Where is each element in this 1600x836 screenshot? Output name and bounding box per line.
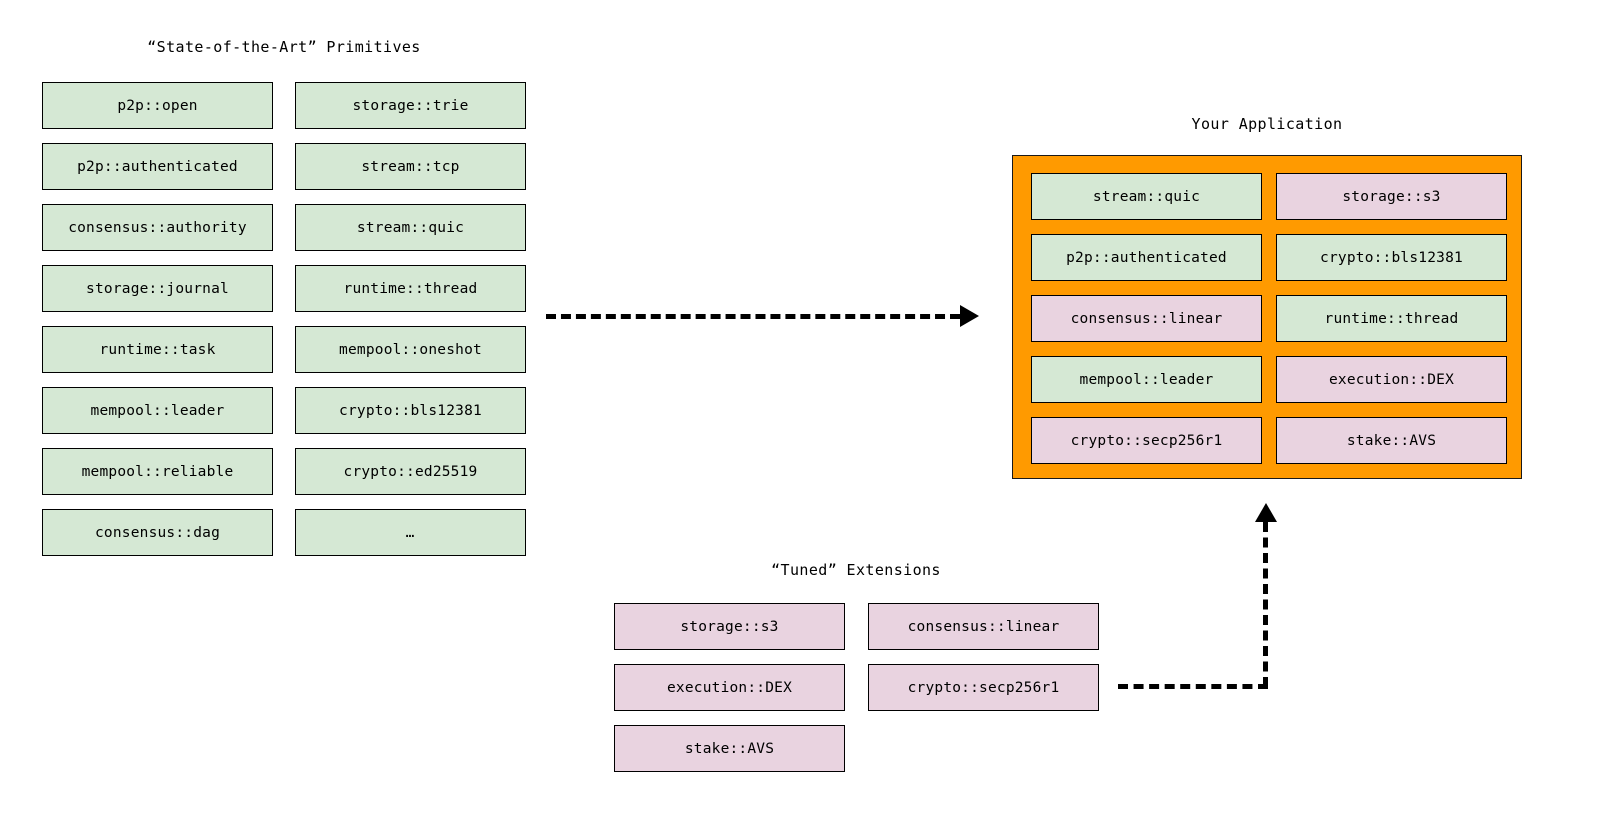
- application-chip: crypto::secp256r1: [1031, 417, 1262, 464]
- application-chip: p2p::authenticated: [1031, 234, 1262, 281]
- primitive-chip: crypto::ed25519: [295, 448, 526, 495]
- primitive-chip: p2p::authenticated: [42, 143, 273, 190]
- primitive-chip: runtime::task: [42, 326, 273, 373]
- extension-chip: execution::DEX: [614, 664, 845, 711]
- application-section-title: Your Application: [1191, 115, 1343, 133]
- extensions-section-title: “Tuned” Extensions: [771, 561, 941, 579]
- primitive-chip: consensus::dag: [42, 509, 273, 556]
- primitive-chip: mempool::leader: [42, 387, 273, 434]
- primitive-chip: stream::quic: [295, 204, 526, 251]
- application-chip: stream::quic: [1031, 173, 1262, 220]
- application-chip: execution::DEX: [1276, 356, 1507, 403]
- primitive-chip: consensus::authority: [42, 204, 273, 251]
- primitive-chip: p2p::open: [42, 82, 273, 129]
- application-panel: stream::quic p2p::authenticated consensu…: [1012, 155, 1522, 479]
- primitives-to-application-arrow-line: [546, 314, 960, 319]
- extension-chip: storage::s3: [614, 603, 845, 650]
- primitives-to-application-arrow-head: [960, 305, 979, 327]
- primitive-chip: storage::journal: [42, 265, 273, 312]
- primitive-chip: runtime::thread: [295, 265, 526, 312]
- extension-chip: crypto::secp256r1: [868, 664, 1099, 711]
- application-chip: storage::s3: [1276, 173, 1507, 220]
- extension-chip: stake::AVS: [614, 725, 845, 772]
- application-chip: consensus::linear: [1031, 295, 1262, 342]
- application-chip: stake::AVS: [1276, 417, 1507, 464]
- extension-chip: consensus::linear: [868, 603, 1099, 650]
- primitive-chip: mempool::oneshot: [295, 326, 526, 373]
- primitive-chip: crypto::bls12381: [295, 387, 526, 434]
- application-chip: runtime::thread: [1276, 295, 1507, 342]
- extensions-to-application-arrow-horizontal: [1118, 684, 1268, 689]
- primitive-chip: stream::tcp: [295, 143, 526, 190]
- primitive-chip: storage::trie: [295, 82, 526, 129]
- extensions-to-application-arrow-head: [1255, 503, 1277, 522]
- primitive-chip-ellipsis: …: [295, 509, 526, 556]
- application-chip: crypto::bls12381: [1276, 234, 1507, 281]
- primitive-chip: mempool::reliable: [42, 448, 273, 495]
- primitives-section-title: “State-of-the-Art” Primitives: [147, 38, 421, 56]
- application-chip: mempool::leader: [1031, 356, 1262, 403]
- extensions-to-application-arrow-vertical: [1263, 522, 1268, 687]
